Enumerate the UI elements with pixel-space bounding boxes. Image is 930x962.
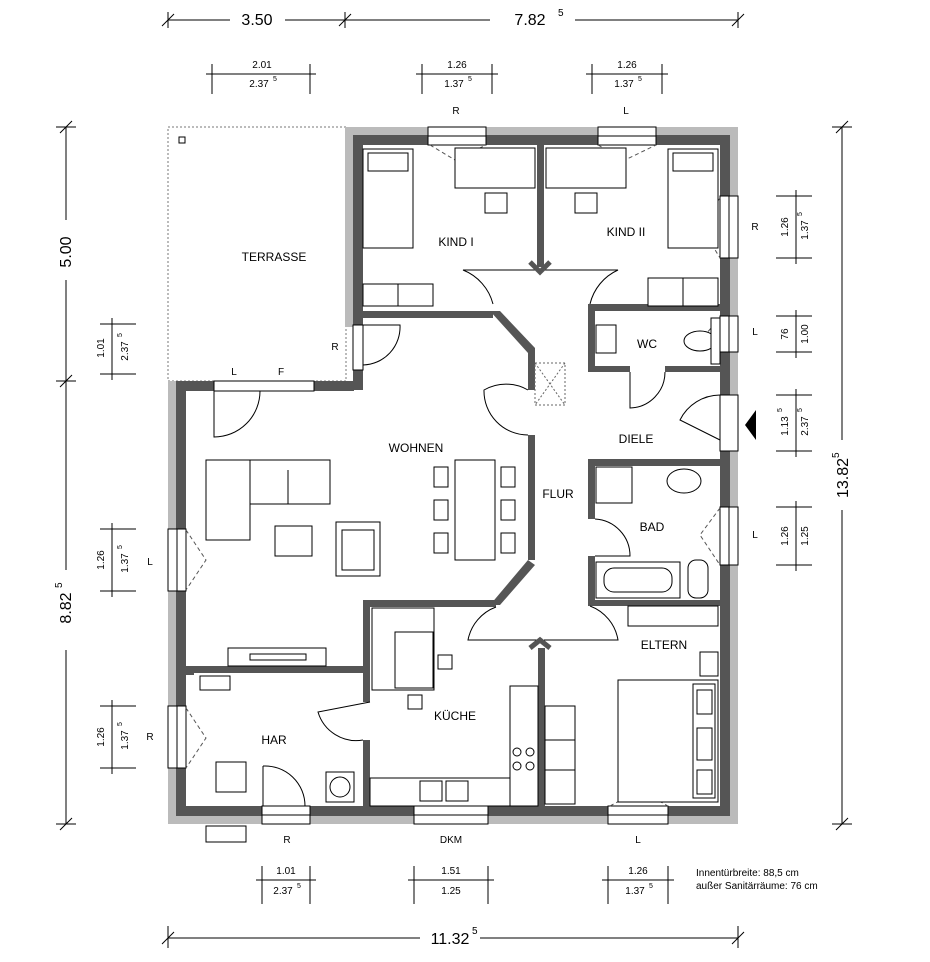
dim-right-w2-b: 1.00	[800, 324, 811, 344]
dim-top-w3-bot: 1.37	[614, 79, 634, 90]
room-label-living: WOHNEN	[389, 441, 444, 455]
window-mark-bottom-har: R	[283, 835, 290, 846]
window-mark-terrace-f: F	[278, 367, 284, 378]
dim-right-w2-a: 76	[780, 328, 791, 340]
entrance-arrow	[745, 410, 756, 440]
door-swings	[213, 269, 721, 807]
window-marks: R L R L F L R R L L R DKM L	[146, 106, 758, 846]
dim-left-lower-sup: 5	[54, 582, 65, 588]
dim-top-w3-top: 1.26	[617, 60, 637, 71]
corridor-junctions	[528, 260, 552, 650]
window-mark-right-bath: L	[752, 530, 758, 541]
dim-top-w2-top: 1.26	[447, 60, 467, 71]
room-labels: TERRASSE KIND I KIND II WC DIELE WOHNEN …	[242, 225, 688, 747]
dim-left-w2-b-sup: 5	[117, 545, 124, 549]
dim-top-w2-bot-sup: 5	[468, 76, 472, 83]
dim-left-w3-b: 1.37	[120, 730, 131, 750]
dim-left-upper: 5.00	[58, 236, 75, 267]
dim-bottom-w3-bot: 1.37	[625, 886, 645, 897]
room-label-terrace: TERRASSE	[242, 250, 307, 264]
room-label-bath: BAD	[640, 520, 665, 534]
interior-walls	[186, 145, 720, 806]
dim-bottom-w3-top: 1.26	[628, 866, 648, 877]
room-label-kitchen: KÜCHE	[434, 709, 476, 723]
dim-top-w3-bot-sup: 5	[638, 76, 642, 83]
window-mark-right-wc: L	[752, 327, 758, 338]
dim-left-w2-b: 1.37	[120, 553, 131, 573]
dim-bottom-w1-top: 1.01	[276, 866, 296, 877]
room-label-wc: WC	[637, 337, 657, 351]
window-mark-terrace-r: R	[331, 342, 338, 353]
dim-right-w4-b: 1.25	[800, 526, 811, 546]
dim-left-w1-a: 1.01	[96, 338, 107, 358]
dim-right-w3-b: 2.37	[800, 416, 811, 436]
dim-top-w2-bot: 1.37	[444, 79, 464, 90]
bottom-dimensions: 1.01 2.37 5 1.51 1.25 1.26 1.37 5 11.32 …	[161, 866, 745, 948]
dim-left-w1-b-sup: 5	[117, 333, 124, 337]
dim-right-w1-b-sup: 5	[797, 212, 804, 216]
room-label-utility: HAR	[261, 733, 287, 747]
window-mark-bottom-parents: L	[635, 835, 641, 846]
window-mark-right-top: R	[751, 222, 758, 233]
dim-bottom-overall-sup: 5	[472, 926, 478, 937]
window-mark-terrace-l: L	[231, 367, 237, 378]
dim-top-left: 3.50	[241, 12, 272, 29]
dim-bottom-w2-top: 1.51	[441, 866, 461, 877]
top-dimensions: 3.50 7.82 5 2.01 2.37 5 1.26 1.37 5 1.26…	[161, 8, 745, 94]
room-label-corridor: FLUR	[542, 487, 574, 501]
right-dimensions: 13.82 5 1.26 1.37 5 76 1.00 1.13 5 2.37 …	[776, 120, 852, 831]
note-sanitary: außer Sanitärräume: 76 cm	[696, 881, 818, 892]
window-mark-top-left: R	[452, 106, 459, 117]
dim-bottom-w2-bot: 1.25	[441, 886, 461, 897]
entrance-door-gap	[719, 394, 739, 452]
window-mark-bottom-kitchen: DKM	[440, 835, 462, 846]
dim-top-w1-bot: 2.37	[249, 79, 269, 90]
dim-left-w1-b: 2.37	[120, 341, 131, 361]
dim-right-overall: 13.82	[835, 458, 852, 498]
note-door-width: Innentürbreite: 88,5 cm	[696, 868, 799, 879]
dim-left-w3-b-sup: 5	[117, 722, 124, 726]
furniture	[199, 147, 721, 843]
dim-right-w1-a: 1.26	[780, 217, 791, 237]
dim-right-w1-b: 1.37	[800, 220, 811, 240]
room-label-parents: ELTERN	[641, 638, 687, 652]
terrace-door-gap	[213, 380, 315, 392]
dim-bottom-overall: 11.32	[431, 931, 470, 948]
dim-left-w2-a: 1.26	[96, 550, 107, 570]
dim-left-lower: 8.82	[58, 592, 75, 623]
plan-notes: Innentürbreite: 88,5 cm außer Sanitärräu…	[696, 868, 818, 892]
dim-bottom-w1-bot: 2.37	[273, 886, 293, 897]
dim-bottom-w1-bot-sup: 5	[297, 883, 301, 890]
dim-bottom-w3-bot-sup: 5	[649, 883, 653, 890]
window-mark-top-right: L	[623, 106, 629, 117]
dim-right-w3-b-sup: 5	[797, 408, 804, 412]
dim-right-w3-a: 1.13	[780, 416, 791, 436]
attic-hatch	[534, 362, 566, 406]
window-mark-left-low: R	[146, 732, 153, 743]
left-dimensions: 5.00 8.82 5 1.01 2.37 5 1.26 1.37 5 1.26…	[54, 120, 136, 831]
dim-right-overall-sup: 5	[831, 452, 842, 458]
room-label-hall: DIELE	[619, 432, 654, 446]
dim-top-right-sup: 5	[558, 8, 564, 19]
dim-right-w4-a: 1.26	[780, 526, 791, 546]
dim-top-w1-top: 2.01	[252, 60, 272, 71]
dim-top-w1-bot-sup: 5	[273, 76, 277, 83]
terrace-side-door	[352, 324, 364, 371]
dim-right-w3-a-sup: 5	[777, 408, 784, 412]
dim-left-w3-a: 1.26	[96, 727, 107, 747]
dim-top-right: 7.82	[514, 12, 545, 29]
room-label-child1: KIND I	[438, 235, 473, 249]
room-label-child2: KIND II	[607, 225, 646, 239]
window-mark-left-mid: L	[147, 557, 153, 568]
